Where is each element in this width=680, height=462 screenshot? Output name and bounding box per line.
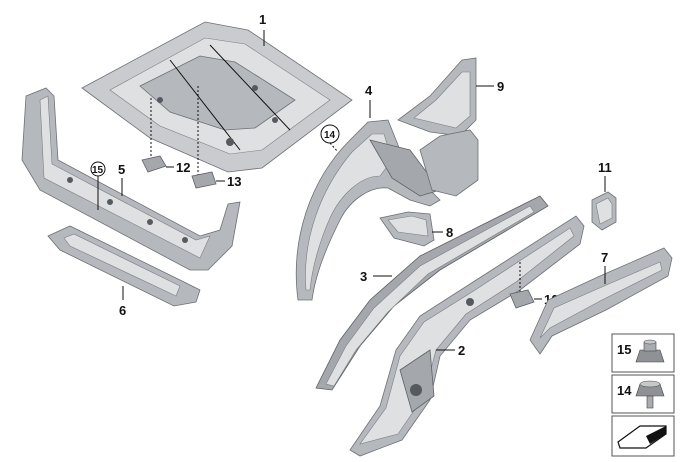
callout-1[interactable]: 1: [259, 12, 266, 27]
part-12-bracket[interactable]: [141, 155, 167, 173]
part-2-rail-assembly[interactable]: [349, 215, 585, 457]
part-13-bracket[interactable]: [191, 171, 217, 189]
flange-nut-icon: [635, 339, 665, 363]
part-7-side-rail[interactable]: [529, 247, 673, 355]
part-1-floor-panel[interactable]: [81, 21, 353, 173]
legend-item-section[interactable]: [611, 415, 675, 457]
legend-label-15: 15: [617, 342, 631, 357]
callout-3[interactable]: 3: [360, 269, 367, 284]
sheet-section-icon: [617, 425, 667, 449]
legend-item-14[interactable]: 14: [611, 374, 675, 414]
callout-14[interactable]: 14: [324, 130, 336, 141]
part-5-cross-member[interactable]: [21, 87, 241, 271]
callout-2[interactable]: 2: [458, 343, 465, 358]
part-4-wheel-arch[interactable]: [295, 119, 441, 301]
legend-item-15[interactable]: 15: [611, 333, 675, 373]
callout-11[interactable]: 11: [598, 160, 612, 175]
callout-6[interactable]: 6: [119, 303, 126, 318]
callout-15[interactable]: 15: [92, 165, 104, 176]
callout-5[interactable]: 5: [118, 162, 125, 177]
callout-8[interactable]: 8: [446, 225, 453, 240]
callout-7[interactable]: 7: [601, 250, 608, 265]
callout-13[interactable]: 13: [227, 174, 241, 189]
dashed-leader-14: [329, 142, 339, 153]
part-8-bracket[interactable]: [379, 211, 435, 247]
part-9-panel[interactable]: [397, 57, 479, 197]
part-10-bracket[interactable]: [509, 289, 535, 309]
legend-label-14: 14: [617, 383, 632, 398]
part-3-rail[interactable]: [315, 195, 549, 391]
part-6-floor-plate[interactable]: [47, 225, 201, 307]
callout-9[interactable]: 9: [497, 79, 504, 94]
callout-4[interactable]: 4: [365, 83, 373, 98]
part-11-bracket[interactable]: [591, 191, 617, 231]
bolt-icon: [635, 380, 665, 409]
callout-12[interactable]: 12: [176, 160, 190, 175]
